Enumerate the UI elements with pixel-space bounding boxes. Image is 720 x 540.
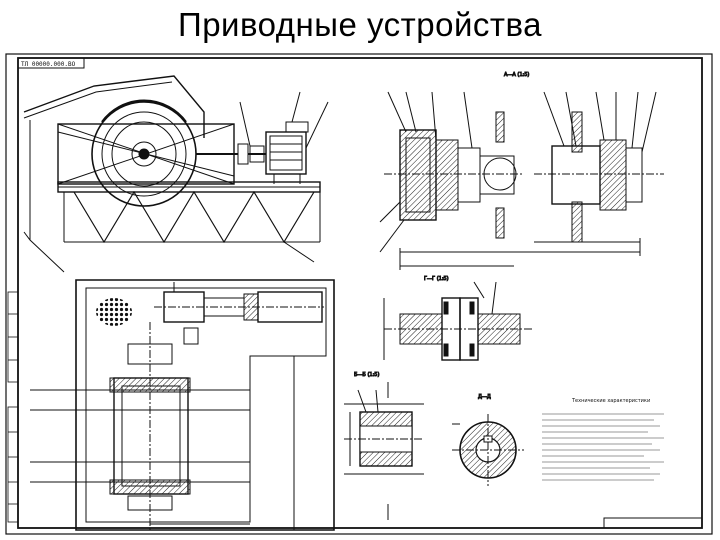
title-block bbox=[603, 517, 703, 529]
section-a-view: А—А (1:5) bbox=[379, 72, 664, 270]
plan-view bbox=[30, 279, 335, 531]
section-b-view: Г—Г (1:5) bbox=[383, 276, 534, 361]
slide-title: Приводные устройства bbox=[177, 6, 543, 43]
stamp-code: ТЛ 00000.000.ВО bbox=[21, 61, 76, 68]
drawing-svg: ТЛ 00000.000.ВО bbox=[5, 53, 713, 535]
section-c-label: Б—Б (1:5) bbox=[354, 372, 379, 378]
section-c-view: Б—Б (1:5) bbox=[344, 372, 424, 520]
section-a-label: А—А (1:5) bbox=[504, 72, 529, 78]
tech-req-title: Технические характеристики bbox=[571, 398, 650, 404]
section-d-label: Д—Д bbox=[478, 394, 491, 400]
left-margin-tabs bbox=[7, 291, 19, 523]
engineering-drawing: ТЛ 00000.000.ВО bbox=[4, 52, 716, 538]
outer-frame bbox=[5, 53, 713, 535]
tech-requirements: Технические характеристики bbox=[542, 398, 664, 481]
section-d-view: Д—Д bbox=[452, 394, 524, 486]
section-b-label: Г—Г (1:5) bbox=[424, 276, 449, 282]
drum-elevation-view bbox=[23, 75, 329, 273]
stamp-box bbox=[17, 57, 85, 69]
